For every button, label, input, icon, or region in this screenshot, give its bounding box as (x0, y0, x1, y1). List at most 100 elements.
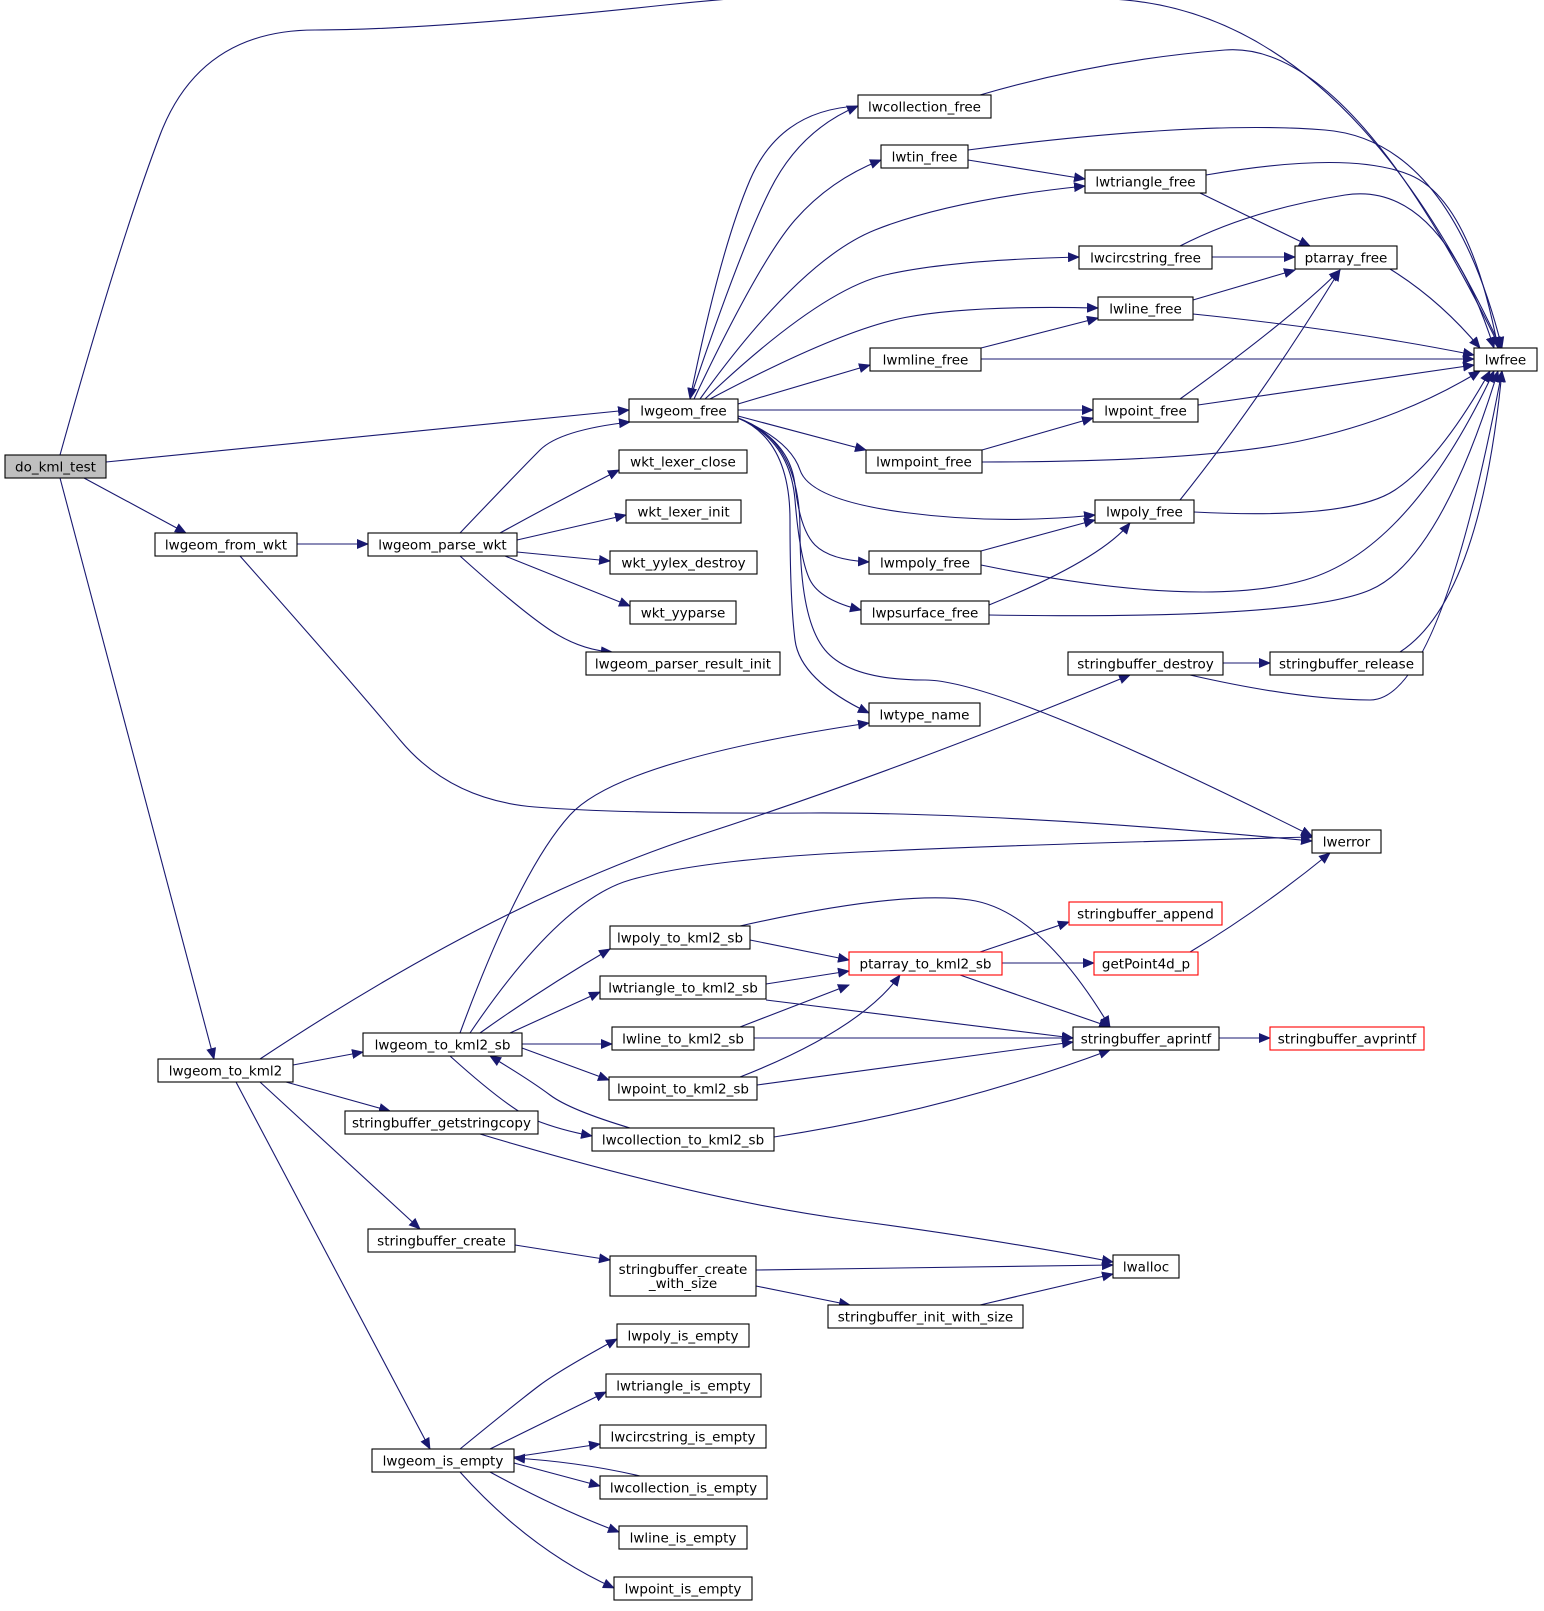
node-lwfree[interactable]: lwfree (1473, 347, 1538, 372)
edge-lwpoly_free-to-lwfree (1193, 370, 1491, 515)
node-stringbuffer_release[interactable]: stringbuffer_release (1269, 651, 1424, 676)
node-box (4, 454, 107, 479)
node-stringbuffer_avprintf[interactable]: stringbuffer_avprintf (1269, 1026, 1425, 1051)
node-lwpoint_to_kml2_sb[interactable]: lwpoint_to_kml2_sb (608, 1076, 758, 1101)
node-lwpsurface_free[interactable]: lwpsurface_free (860, 600, 990, 625)
node-label: stringbuffer_aprintf (1081, 1032, 1213, 1048)
node-do_kml_test[interactable]: do_kml_test (4, 454, 107, 479)
node-label: lwfree (1485, 353, 1526, 369)
node-label: ptarray_to_kml2_sb (860, 957, 992, 973)
node-box (865, 449, 983, 474)
edge-do_kml_test-to-lwfree (59, 0, 1503, 456)
edges-layer (59, 0, 1506, 1589)
node-lwpoint_is_empty[interactable]: lwpoint_is_empty (613, 1576, 753, 1601)
node-lwcollection_to_kml2_sb[interactable]: lwcollection_to_kml2_sb (591, 1127, 775, 1152)
node-wkt_lexer_close[interactable]: wkt_lexer_close (618, 449, 748, 474)
node-box (857, 94, 992, 119)
node-lwgeom_parse_wkt[interactable]: lwgeom_parse_wkt (367, 532, 518, 557)
node-box (618, 449, 748, 474)
node-box (1067, 651, 1224, 676)
node-lwtype_name[interactable]: lwtype_name (868, 702, 981, 727)
node-lwgeom_to_kml2[interactable]: lwgeom_to_kml2 (157, 1058, 294, 1083)
node-lwerror[interactable]: lwerror (1311, 829, 1382, 854)
node-lwgeom_to_kml2_sb[interactable]: lwgeom_to_kml2_sb (362, 1032, 523, 1057)
edge-lwmpoly_free-to-lwpoly_free (980, 518, 1096, 552)
edge-lwcollection_to_kml2_sb-to-lwgeom_to_kml2_sb (489, 1055, 631, 1129)
node-label: ptarray_free (1305, 251, 1388, 267)
edge-lwgeom_is_empty-to-lwpoint_is_empty (459, 1471, 615, 1589)
node-lwmline_free[interactable]: lwmline_free (869, 347, 982, 372)
node-label: lwgeom_parse_wkt (378, 538, 506, 554)
node-stringbuffer_append[interactable]: stringbuffer_append (1068, 901, 1223, 926)
edge-lwline_to_kml2_sb-to-ptarray_to_kml2_sb (739, 984, 850, 1028)
node-label: lwmpoint_free (876, 455, 972, 471)
node-lwtin_free[interactable]: lwtin_free (880, 144, 969, 169)
node-lwpoly_free[interactable]: lwpoly_free (1094, 499, 1195, 524)
node-lwpoly_is_empty[interactable]: lwpoly_is_empty (616, 1323, 750, 1348)
node-wkt_yyparse[interactable]: wkt_yyparse (629, 600, 737, 625)
node-box (599, 1424, 767, 1449)
node-stringbuffer_getstringcopy[interactable]: stringbuffer_getstringcopy (344, 1110, 539, 1135)
edge-lwcollection_free-to-lwgeom_free (687, 105, 859, 400)
node-label: lwpoly_to_kml2_sb (617, 931, 743, 947)
edge-lwpoly_free-to-ptarray_free (1179, 269, 1341, 501)
node-lwline_to_kml2_sb[interactable]: lwline_to_kml2_sb (611, 1026, 755, 1051)
node-lwcircstring_is_empty[interactable]: lwcircstring_is_empty (599, 1424, 767, 1449)
node-stringbuffer_destroy[interactable]: stringbuffer_destroy (1067, 651, 1224, 676)
node-stringbuffer_create[interactable]: stringbuffer_create (367, 1228, 516, 1253)
node-box (1078, 245, 1213, 270)
node-box (1269, 651, 1424, 676)
node-stringbuffer_aprintf[interactable]: stringbuffer_aprintf (1072, 1026, 1220, 1051)
node-box (880, 144, 969, 169)
node-box (609, 1255, 757, 1297)
edge-lwcollection_is_empty-to-lwgeom_is_empty (513, 1453, 641, 1477)
node-ptarray_free[interactable]: ptarray_free (1294, 245, 1398, 270)
node-getPoint4d_p[interactable]: getPoint4d_p (1093, 951, 1199, 976)
edge-lwcircstring_free-to-lwfree (1179, 193, 1496, 349)
node-lwmpoint_free[interactable]: lwmpoint_free (865, 449, 983, 474)
edge-lwgeom_free-to-lwmpoly_free (737, 417, 870, 567)
edge-stringbuffer_release-to-lwfree (1399, 370, 1506, 653)
node-lwgeom_from_wkt[interactable]: lwgeom_from_wkt (154, 532, 298, 557)
node-lwgeom_parser_result_init[interactable]: lwgeom_parser_result_init (585, 651, 781, 676)
node-label: wkt_yyparse (641, 606, 726, 622)
node-lwalloc[interactable]: lwalloc (1112, 1254, 1180, 1279)
node-label: lwline_to_kml2_sb (622, 1032, 744, 1048)
node-label: lwpsurface_free (872, 606, 979, 622)
edge-lwcollection_to_kml2_sb-to-stringbuffer_aprintf (773, 1049, 1111, 1138)
node-lwcollection_free[interactable]: lwcollection_free (857, 94, 992, 119)
edge-stringbuffer_create_with_size-to-stringbuffer_init_with_size (755, 1285, 851, 1308)
edge-lwgeom_to_kml2_sb-to-lwpoint_to_kml2_sb (521, 1047, 610, 1081)
node-wkt_yylex_destroy[interactable]: wkt_yylex_destroy (609, 550, 758, 575)
edge-lwgeom_to_kml2-to-lwgeom_to_kml2_sb (292, 1049, 364, 1066)
node-lwcollection_is_empty[interactable]: lwcollection_is_empty (599, 1475, 768, 1500)
node-lwmpoly_free[interactable]: lwmpoly_free (868, 550, 982, 575)
node-lwpoint_free[interactable]: lwpoint_free (1092, 398, 1199, 423)
edge-ptarray_to_kml2_sb-to-stringbuffer_append (979, 920, 1070, 953)
edge-lwpsurface_free-to-lwpoly_free (988, 522, 1131, 606)
node-lwpoly_to_kml2_sb[interactable]: lwpoly_to_kml2_sb (609, 925, 751, 950)
node-lwline_is_empty[interactable]: lwline_is_empty (618, 1525, 748, 1550)
edge-lwmpoint_free-to-lwfree (981, 370, 1481, 463)
node-lwtriangle_to_kml2_sb[interactable]: lwtriangle_to_kml2_sb (599, 975, 767, 1000)
node-box (625, 499, 742, 524)
edge-lwgeom_free-to-lwtriangle_free (699, 182, 1086, 400)
node-lwtriangle_free[interactable]: lwtriangle_free (1084, 169, 1207, 194)
node-ptarray_to_kml2_sb[interactable]: ptarray_to_kml2_sb (848, 951, 1003, 976)
node-lwcircstring_free[interactable]: lwcircstring_free (1078, 245, 1213, 270)
node-label: lwtype_name (880, 708, 970, 724)
edge-lwgeom_is_empty-to-lwtriangle_is_empty (489, 1391, 607, 1450)
node-stringbuffer_init_with_size[interactable]: stringbuffer_init_with_size (827, 1304, 1024, 1329)
node-lwgeom_is_empty[interactable]: lwgeom_is_empty (371, 1448, 515, 1473)
node-label: lwpoint_free (1104, 404, 1187, 420)
node-lwtriangle_is_empty[interactable]: lwtriangle_is_empty (605, 1373, 762, 1398)
edge-lwgeom_to_kml2_sb-to-lwerror (469, 832, 1313, 1034)
node-lwline_free[interactable]: lwline_free (1097, 296, 1194, 321)
node-lwgeom_free[interactable]: lwgeom_free (628, 398, 739, 423)
edge-lwgeom_free-to-lwcollection_free (689, 105, 859, 400)
node-wkt_lexer_init[interactable]: wkt_lexer_init (625, 499, 742, 524)
node-label: lwpoly_free (1106, 505, 1183, 521)
node-box (1093, 951, 1199, 976)
node-box (868, 550, 982, 575)
node-stringbuffer_create_with_size[interactable]: stringbuffer_create_with_size (609, 1255, 757, 1297)
